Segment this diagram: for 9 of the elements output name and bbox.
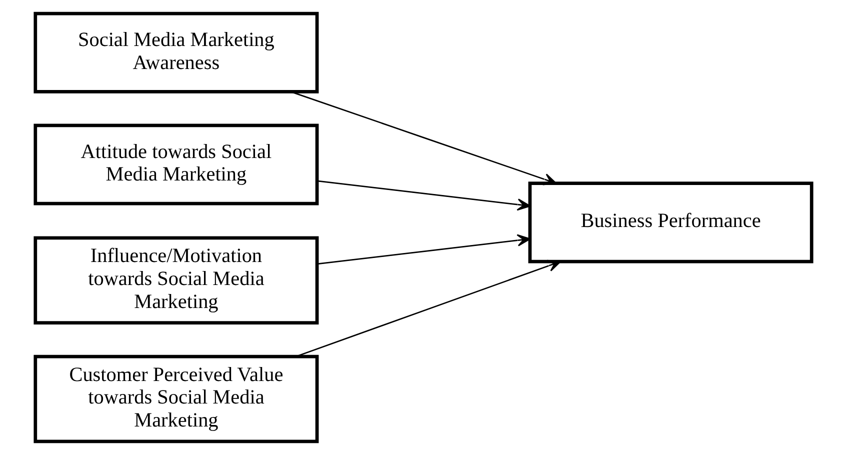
node-box: Influence/Motivation towards Social Media Marketing (34, 236, 319, 325)
node-box: Customer Perceived Value towards Social Media Marketing (34, 354, 319, 444)
arrow (317, 234, 531, 265)
arrow (317, 180, 531, 211)
arrow (296, 260, 562, 358)
node-box: Social Media Marketing Awareness (34, 12, 319, 94)
arrow (290, 91, 557, 186)
node-box: Attitude towards Social Media Marketing (34, 124, 319, 206)
node-box: Business Performance (528, 182, 814, 264)
